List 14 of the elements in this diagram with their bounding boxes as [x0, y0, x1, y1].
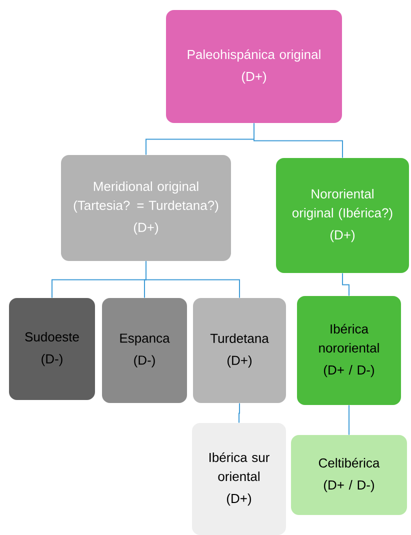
tree-box: Ibérica sur oriental (D+)	[192, 423, 286, 535]
connector	[146, 260, 240, 298]
connector	[238, 402, 240, 424]
tree-box: Celtibérica (D+ / D-)	[291, 435, 407, 515]
tree-box: Paleohispánica original (D+)	[166, 10, 342, 123]
tree-box: Turdetana (D+)	[193, 298, 286, 403]
tree-box: Nororiental original (Ibérica?) (D+)	[276, 158, 409, 273]
tree-box: Meridional original (Tartesia? = Turdetana?) (D+)	[61, 155, 231, 261]
connector	[348, 404, 350, 436]
connector	[342, 272, 350, 296]
connector	[254, 122, 343, 158]
tree-box: Sudoeste (D-)	[9, 298, 95, 400]
tree-box: Ibérica nororiental (D+ / D-)	[297, 296, 401, 405]
tree-box: Espanca (D-)	[102, 298, 187, 403]
